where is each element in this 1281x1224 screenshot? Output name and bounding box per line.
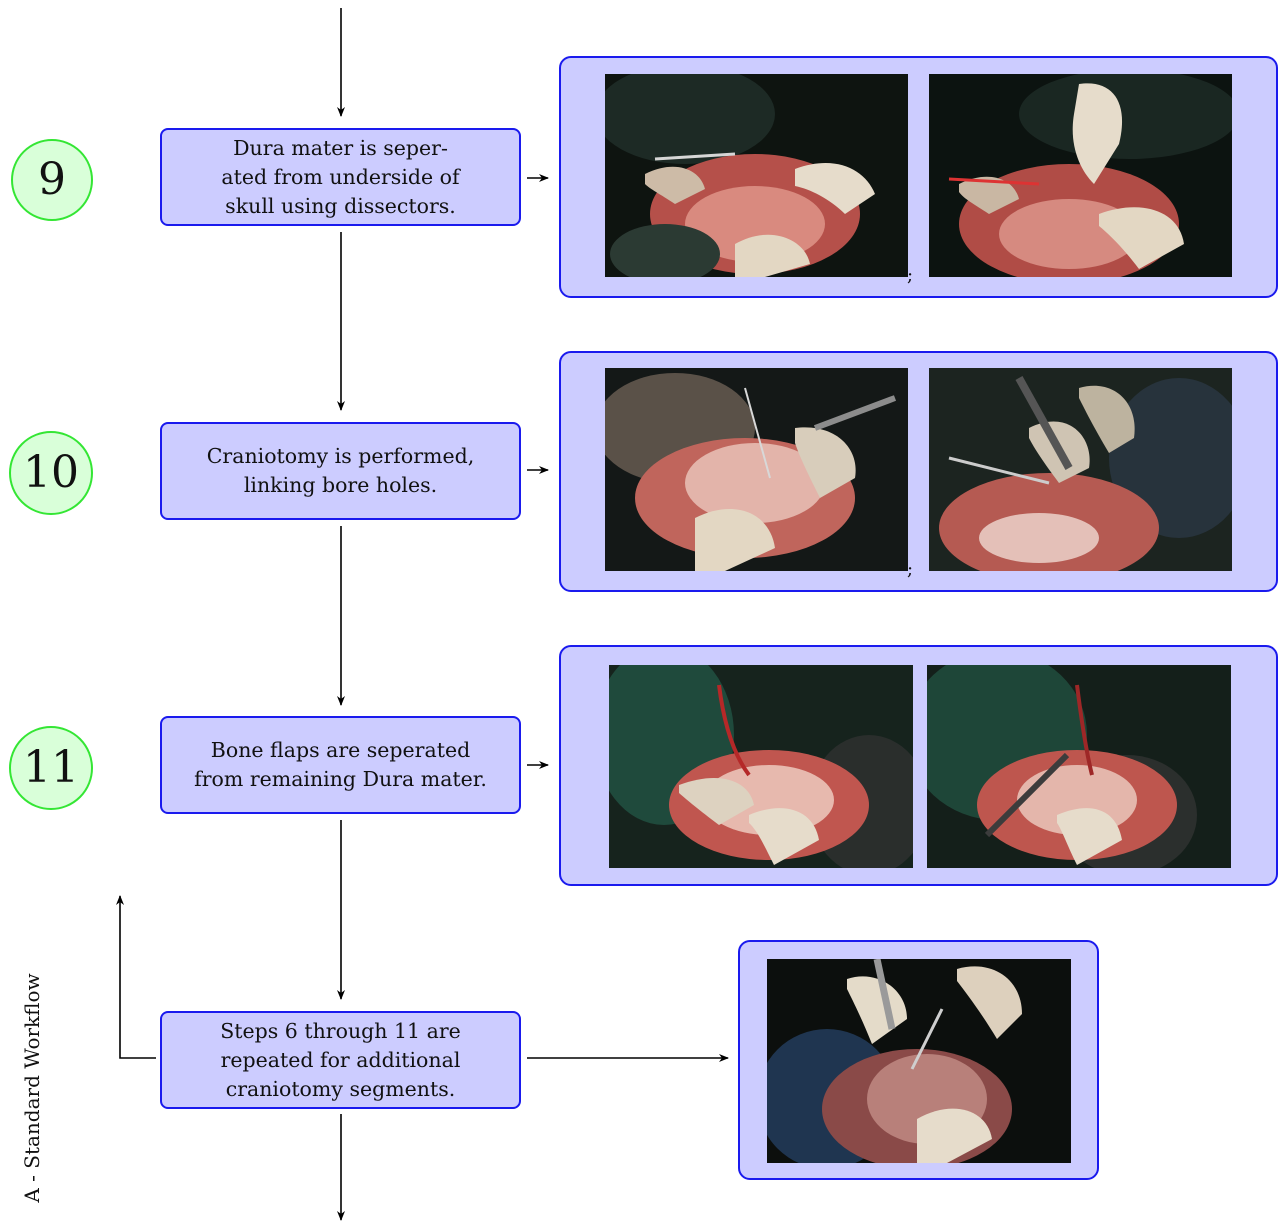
repeat-photo-panel — [738, 940, 1099, 1180]
repeat-steps-box: Steps 6 through 11 are repeated for addi… — [160, 1011, 521, 1109]
step-9-text: Dura mater is seper- ated from underside… — [221, 135, 460, 218]
step-11-photo-1 — [609, 665, 913, 868]
step-number-10: 10 — [9, 431, 93, 515]
step-10-photo-2 — [929, 368, 1232, 571]
workflow-side-label: A - Standard Workflow — [20, 973, 44, 1203]
step-11-text: Bone flaps are seperated from remaining … — [194, 738, 487, 791]
step-11-photo-2 — [927, 665, 1231, 868]
step-10-photo-1 — [605, 368, 908, 571]
step-11-photo-panel — [559, 645, 1278, 886]
step-11-box: Bone flaps are seperated from remaining … — [160, 716, 521, 814]
step-number-11: 11 — [9, 726, 93, 810]
step-9-box: Dura mater is seper- ated from underside… — [160, 128, 521, 226]
repeat-steps-text: Steps 6 through 11 are repeated for addi… — [220, 1018, 461, 1101]
loop-back-arrow — [116, 895, 156, 1059]
step-9-photo-1 — [605, 74, 908, 277]
step-10-box: Craniotomy is performed, linking bore ho… — [160, 422, 521, 520]
step-9-photo-2 — [929, 74, 1232, 277]
step-10-photo-panel: ; — [559, 351, 1278, 592]
step-number-9: 9 — [11, 139, 93, 221]
repeat-photo — [767, 959, 1071, 1163]
step-10-text: Craniotomy is performed, linking bore ho… — [206, 444, 475, 497]
step-9-photo-panel: ; — [559, 56, 1278, 298]
step-10-photo-separator: ; — [907, 559, 914, 580]
step-9-photo-separator: ; — [907, 265, 914, 286]
